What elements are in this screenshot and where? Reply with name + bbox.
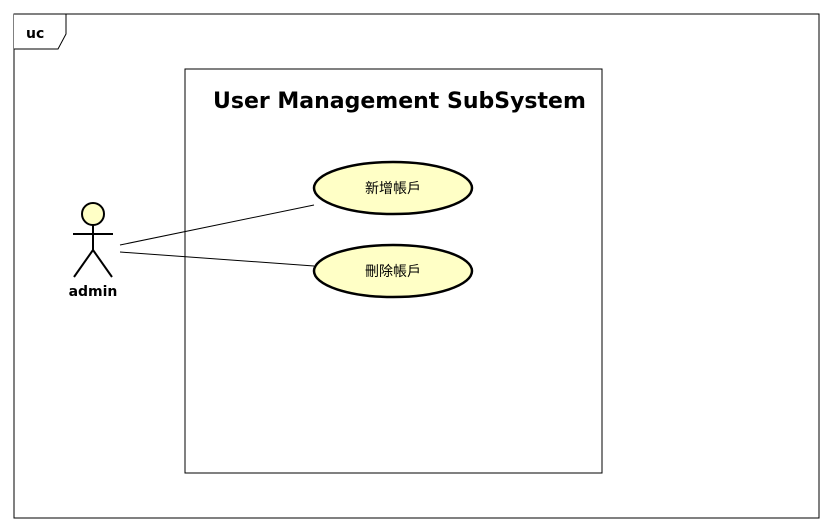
actor-right-leg bbox=[92, 249, 113, 278]
frame-label: uc bbox=[26, 26, 44, 42]
association-delete-account bbox=[119, 251, 315, 267]
frame-tab bbox=[14, 13, 67, 50]
system-title: User Management SubSystem bbox=[213, 89, 586, 114]
association-add-account bbox=[119, 204, 315, 246]
actor-name: admin bbox=[69, 284, 118, 300]
actor-admin: admin bbox=[69, 202, 118, 300]
use-case-label: 新增帳戶 bbox=[365, 181, 421, 197]
use-case-delete-account: 刪除帳戶 bbox=[312, 243, 474, 299]
use-case-ellipse bbox=[312, 243, 474, 299]
use-case-ellipse bbox=[312, 160, 474, 216]
actor-head bbox=[81, 202, 105, 226]
use-case-label: 刪除帳戶 bbox=[365, 264, 421, 280]
use-case-add-account: 新增帳戶 bbox=[312, 160, 474, 216]
actor-left-leg bbox=[73, 249, 94, 278]
